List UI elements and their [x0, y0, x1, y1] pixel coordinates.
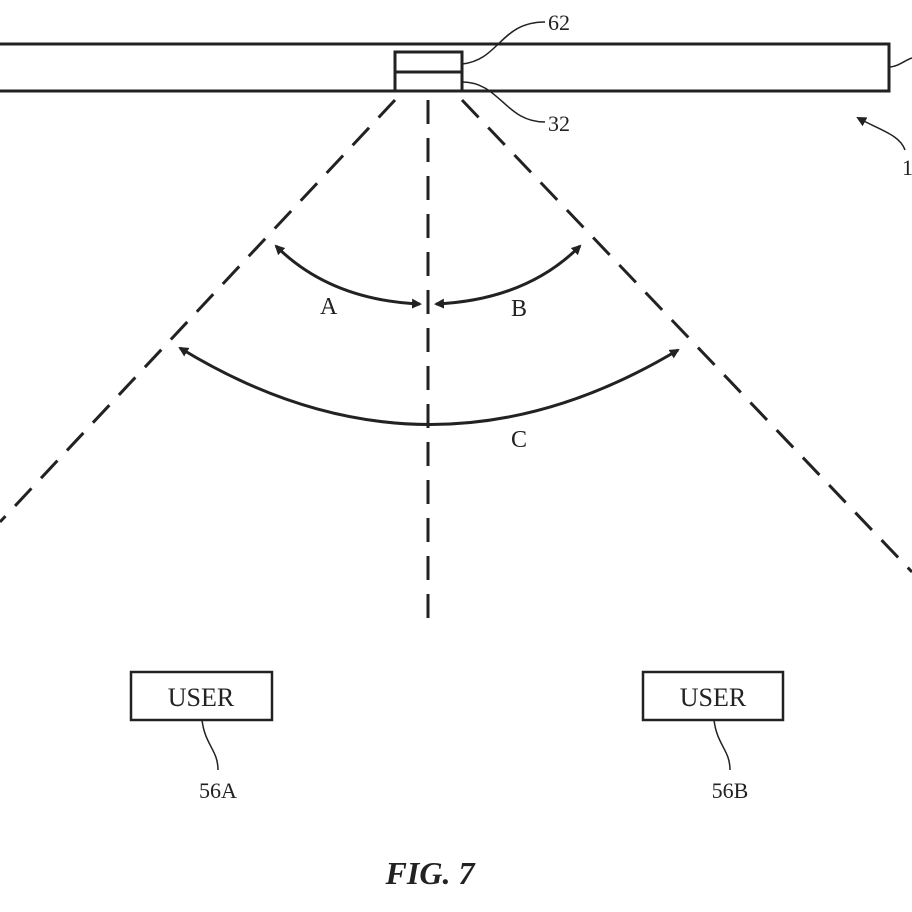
ref-56b: 56B	[712, 778, 749, 803]
ref-62: 62	[548, 10, 570, 35]
leader-right	[888, 57, 912, 68]
left-fov-boundary	[0, 98, 397, 524]
ref-1: 1	[902, 155, 912, 180]
leader-56b	[713, 719, 731, 771]
angle-c-label: C	[511, 427, 527, 453]
leader-32	[461, 81, 546, 123]
ref-56a: 56A	[199, 778, 237, 803]
user-b-label: USER	[680, 683, 747, 712]
figure-caption: FIG. 7	[385, 855, 477, 891]
leader-1-arrow	[856, 117, 906, 151]
leader-56a	[201, 719, 219, 771]
user-box-a	[129, 670, 274, 722]
right-fov-boundary	[460, 98, 912, 574]
angle-c-arc	[178, 346, 680, 426]
angle-a-label: A	[320, 294, 338, 320]
angle-a-arc	[274, 244, 422, 309]
user-box-b	[641, 670, 785, 722]
ref-32: 32	[548, 111, 570, 136]
angle-b-label: B	[511, 296, 527, 322]
leader-62	[461, 21, 546, 65]
user-a-label: USER	[168, 683, 235, 712]
angle-b-arc	[434, 244, 582, 309]
